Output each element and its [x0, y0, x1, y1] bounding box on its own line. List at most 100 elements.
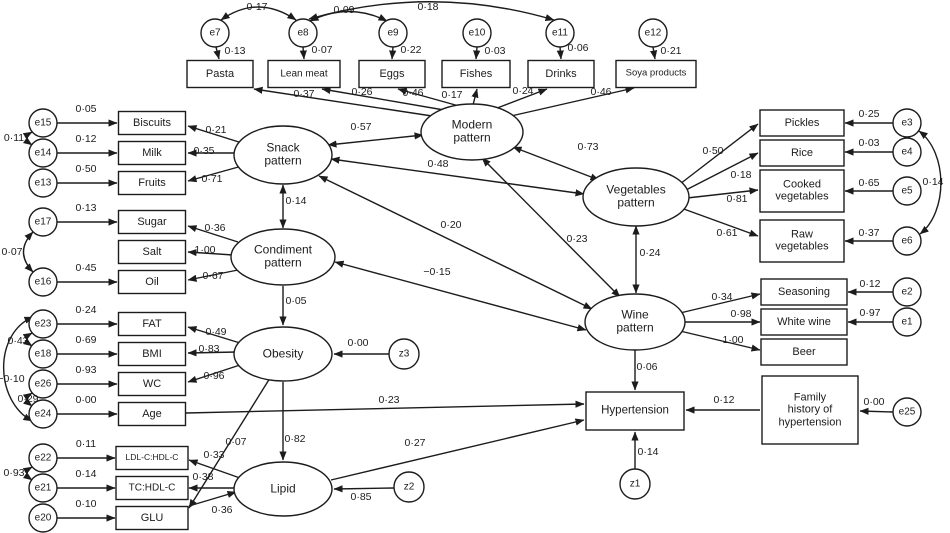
e1-shape	[892, 307, 922, 337]
rice-shape	[759, 139, 845, 167]
path-modern-vegetables	[512, 146, 600, 181]
e16-shape	[28, 267, 58, 297]
condiment-shape	[230, 228, 336, 286]
path-z2-lipid	[333, 485, 395, 493]
path-lipid-ldl	[188, 459, 241, 479]
milk-shape	[117, 140, 187, 166]
e24-shape	[28, 399, 58, 429]
e10-shape	[462, 18, 492, 48]
fishes-shape	[441, 59, 511, 89]
e14-shape	[28, 138, 58, 168]
lipid-shape	[233, 461, 333, 517]
path-e22-e21	[22, 466, 33, 481]
path-snack-wine	[318, 175, 593, 310]
path-lipid-hypertension	[330, 418, 585, 481]
cooked-shape	[759, 169, 845, 213]
z1-shape	[619, 468, 651, 500]
path-e3-e6	[918, 130, 942, 235]
drinks-shape	[527, 59, 595, 89]
sugar-shape	[117, 209, 187, 235]
bmi-shape	[117, 341, 187, 367]
e20-shape	[28, 503, 58, 533]
whitewine-shape	[760, 308, 848, 336]
path-e26-e24	[22, 392, 33, 407]
path-e8-e11	[308, 1, 555, 22]
path-snack-fruits	[187, 165, 243, 183]
eggs-shape	[358, 59, 426, 89]
path-glu-lipid	[188, 490, 237, 507]
path-condiment-oil	[187, 269, 239, 282]
path-vegetables-raw	[680, 207, 759, 237]
oil-shape	[117, 269, 187, 295]
e15-shape	[28, 108, 58, 138]
path-modern-eggs	[397, 87, 460, 107]
path-e12-soya	[650, 46, 658, 60]
path-obesity-wc	[187, 364, 241, 383]
beer-shape	[760, 338, 848, 366]
obesity-shape	[233, 326, 333, 382]
path-modern-fishes	[471, 88, 479, 106]
path-e23-e18	[22, 332, 33, 347]
e2-shape	[892, 277, 922, 307]
path-modern-drinks	[491, 88, 548, 111]
e6-shape	[892, 226, 922, 256]
pasta-shape	[186, 59, 254, 89]
e8-shape	[288, 18, 318, 48]
fat-shape	[117, 311, 187, 337]
family-shape	[761, 375, 859, 445]
vegetables-shape	[582, 167, 690, 227]
fruits-shape	[117, 170, 187, 196]
snack-shape	[233, 125, 333, 185]
node-layer	[28, 18, 922, 533]
path-age-hypertension	[185, 400, 585, 414]
e5-shape	[892, 176, 922, 206]
e3-shape	[892, 108, 922, 138]
leanmeat-shape	[267, 59, 341, 89]
z3-shape	[388, 338, 420, 370]
e11-shape	[545, 18, 575, 48]
path-e10-fishes	[473, 46, 481, 60]
path-e25-family	[859, 407, 894, 415]
path-snack-vegetables	[330, 156, 585, 197]
e7-shape	[200, 18, 230, 48]
e12-shape	[638, 18, 668, 48]
path-condiment-wine	[334, 260, 587, 332]
path-obesity-glu	[188, 377, 271, 509]
e17-shape	[28, 207, 58, 237]
path-condiment-sugar	[187, 225, 239, 243]
path-modern-pasta	[253, 86, 433, 117]
path-obesity-bmi	[187, 349, 238, 357]
path-e7-e8	[220, 6, 297, 21]
pickles-shape	[759, 109, 845, 137]
z2-shape	[393, 471, 425, 503]
modern-shape	[420, 103, 524, 161]
e22-shape	[28, 443, 58, 473]
e4-shape	[892, 137, 922, 167]
path-e15-e14	[22, 131, 33, 146]
biscuits-shape	[117, 110, 187, 136]
path-wine-seasoning	[679, 292, 761, 314]
path-e11-drinks	[556, 46, 564, 60]
e21-shape	[28, 473, 58, 503]
path-e8-leanmeat	[299, 46, 307, 60]
e9-shape	[378, 18, 408, 48]
e23-shape	[28, 309, 58, 339]
ldl-shape	[115, 445, 189, 471]
e13-shape	[28, 168, 58, 198]
path-e23-e24	[3, 316, 34, 422]
path-modern-soya	[510, 86, 635, 117]
e25-shape	[892, 397, 922, 427]
hypertension-shape	[585, 391, 685, 431]
wine-shape	[584, 293, 686, 351]
seasoning-shape	[760, 278, 848, 306]
path-snack-biscuits	[187, 125, 243, 144]
e26-shape	[28, 369, 58, 399]
path-e9-eggs	[389, 46, 397, 60]
path-vegetables-cooked	[686, 187, 759, 199]
path-vegetables-rice	[683, 152, 759, 192]
path-obesity-fat	[187, 326, 241, 344]
edge-layer	[3, 1, 942, 522]
wc-shape	[117, 371, 187, 397]
